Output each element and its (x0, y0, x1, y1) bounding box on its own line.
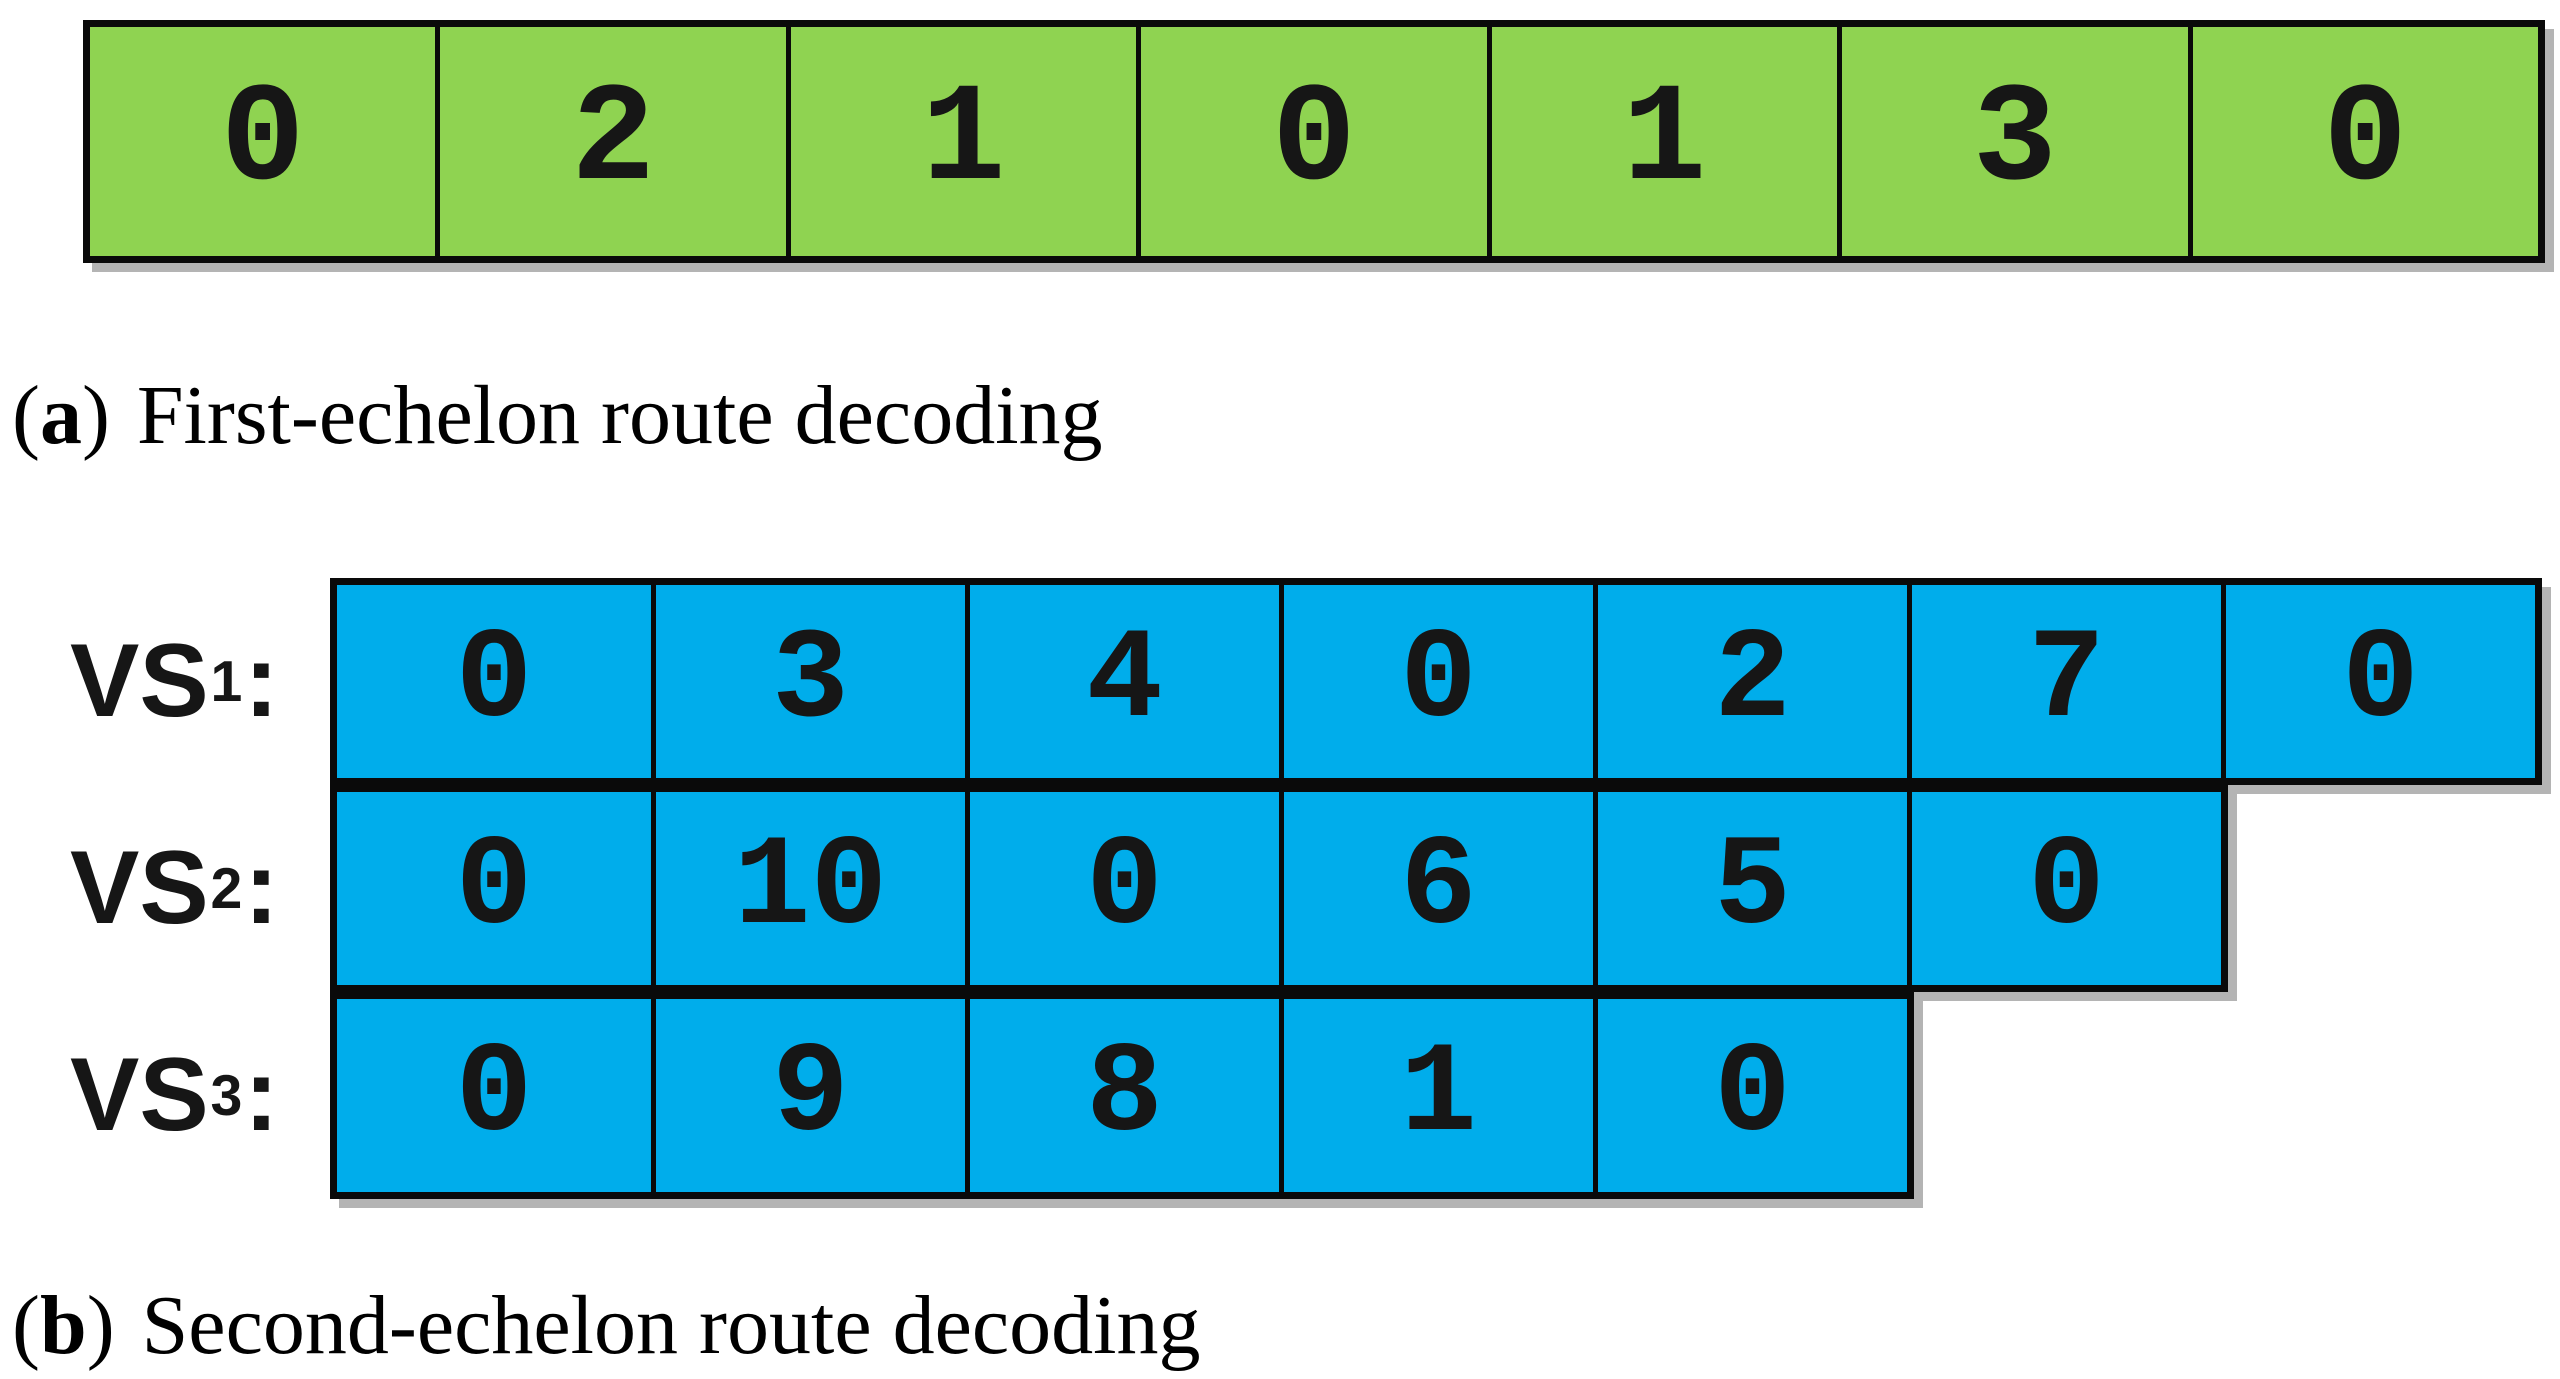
caption-a-close-paren: ) (81, 369, 110, 462)
route-cell: 0 (1907, 792, 2221, 985)
vs1-colon: : (243, 623, 279, 739)
caption-a-label: a (39, 369, 82, 462)
route-cell: 2 (1593, 585, 1907, 778)
route-cell: 0 (2221, 585, 2535, 778)
route-cell: 0 (1593, 999, 1907, 1192)
route-cell: 0 (1136, 27, 1486, 256)
route-cell: 0 (2187, 27, 2538, 256)
second-echelon-grid: 0 3 4 0 2 7 0 0 10 0 6 5 0 0 9 8 1 0 (330, 578, 2560, 1199)
caption-b: (b) Second-echelon route decoding (12, 1279, 1201, 1372)
route-cell: 10 (651, 792, 965, 985)
route-cell: 4 (965, 585, 1279, 778)
route-cell: 1 (1279, 999, 1593, 1192)
caption-a: (a) First-echelon route decoding (12, 369, 1103, 462)
route-cell: 0 (220, 62, 305, 221)
caption-b-open-paren: ( (12, 1279, 40, 1372)
caption-a-open-paren: ( (12, 369, 40, 462)
route-cell: 9 (651, 999, 965, 1192)
vs3-route-row: 0 9 8 1 0 (330, 992, 1914, 1199)
vs2-route-row: 0 10 0 6 5 0 (330, 785, 2228, 992)
route-cell: 2 (435, 27, 785, 256)
caption-b-label: b (39, 1279, 87, 1372)
first-echelon-row: 0 2 1 0 1 3 0 (83, 20, 2545, 263)
route-cell: 3 (651, 585, 965, 778)
caption-a-text: First-echelon route decoding (136, 369, 1103, 462)
vs3-colon: : (243, 1037, 279, 1153)
route-cell: 0 (1279, 585, 1593, 778)
vs1-base: VS (70, 623, 209, 739)
vs3-base: VS (70, 1037, 209, 1153)
vs2-colon: : (243, 830, 279, 946)
route-cell: 6 (1279, 792, 1593, 985)
vs1-route-row: 0 3 4 0 2 7 0 (330, 578, 2542, 785)
caption-b-close-paren: ) (86, 1279, 115, 1372)
route-cell: 1 (1486, 27, 1837, 256)
route-cell: 8 (965, 999, 1279, 1192)
route-cell: 0 (455, 1023, 533, 1168)
caption-b-text: Second-echelon route decoding (141, 1279, 1201, 1372)
route-cell: 3 (1837, 27, 2187, 256)
route-cell: 0 (455, 609, 533, 754)
route-cell: 0 (965, 792, 1279, 985)
route-cell: 0 (455, 816, 533, 961)
route-cell: 1 (785, 27, 1136, 256)
vs2-base: VS (70, 830, 209, 946)
route-cell: 7 (1907, 585, 2221, 778)
route-cell: 5 (1593, 792, 1907, 985)
